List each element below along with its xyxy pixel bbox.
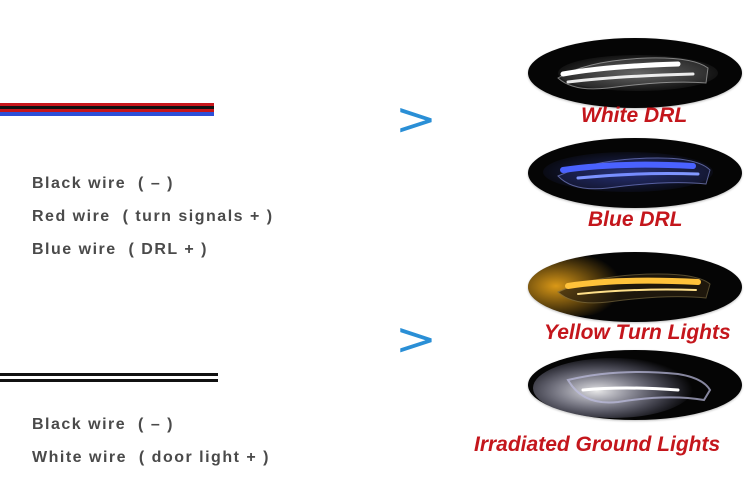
black-wire-strip <box>0 106 214 109</box>
wire-label-white: White wire ( door light + ) <box>32 449 270 466</box>
arrow-right-icon: > <box>395 92 437 146</box>
black-wire-strip <box>0 379 218 382</box>
blue-wire-strip <box>0 112 214 116</box>
blue-drl-lamp-image <box>528 138 742 208</box>
wire-label-blue: Blue wire ( DRL + ) <box>32 241 208 258</box>
red-wire-strip <box>0 109 214 112</box>
wire-bundle-1 <box>0 103 214 116</box>
white-drl-caption: White DRL <box>581 104 688 127</box>
blue-drl-caption: Blue DRL <box>588 208 683 231</box>
wire-label-black-2: Black wire ( – ) <box>32 416 174 433</box>
white-wire-strip <box>0 376 218 379</box>
red-wire-strip <box>0 103 214 106</box>
wire-label-red: Red wire ( turn signals + ) <box>32 208 274 225</box>
yellow-turn-caption: Yellow Turn Lights <box>544 321 731 344</box>
white-drl-lamp-image <box>528 38 742 108</box>
arrow-right-icon: > <box>395 312 437 366</box>
wire-label-black: Black wire ( – ) <box>32 175 174 192</box>
wire-bundle-2 <box>0 373 218 382</box>
ground-light-caption: Irradiated Ground Lights <box>474 433 721 456</box>
ground-light-lamp-image <box>528 350 742 420</box>
black-wire-strip <box>0 373 218 376</box>
yellow-turn-lamp-image <box>528 252 742 322</box>
